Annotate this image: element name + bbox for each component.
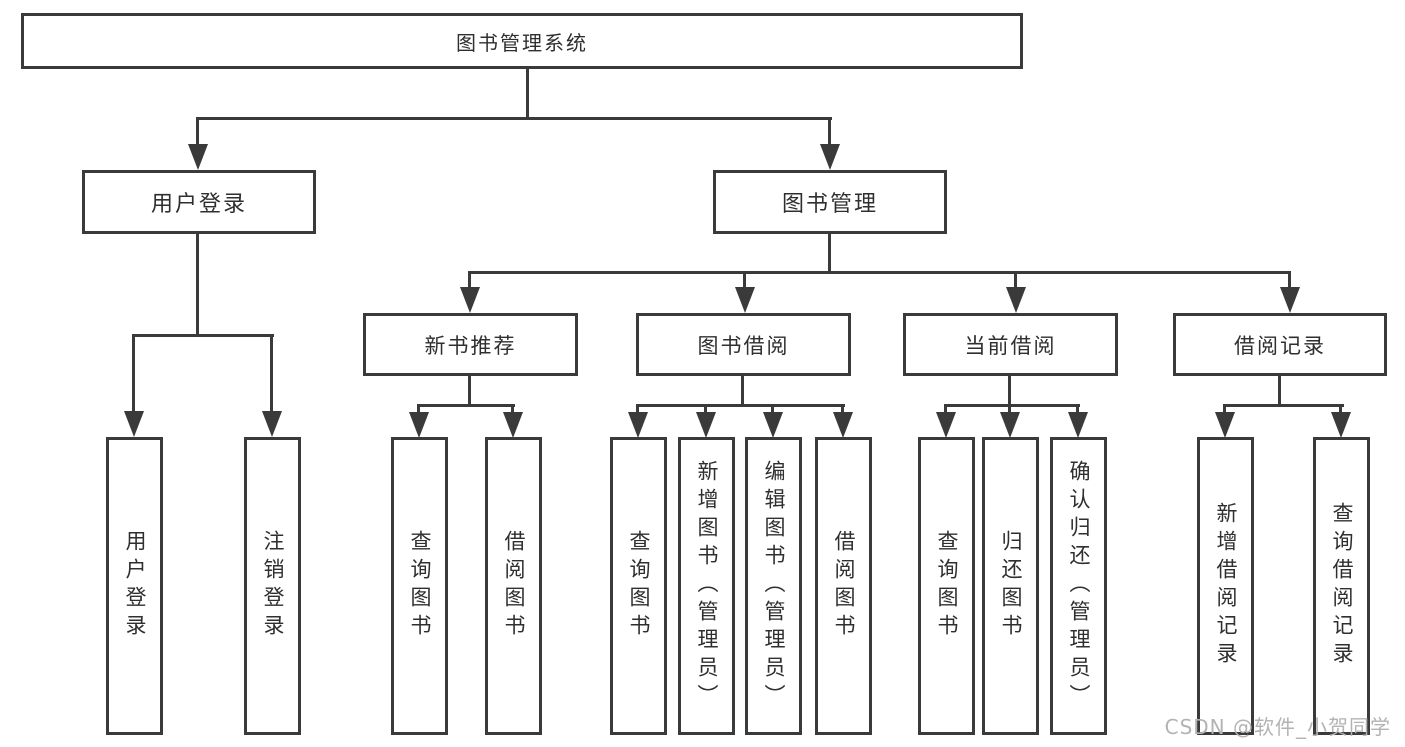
connector-line (944, 404, 1080, 407)
arrowhead-down-icon (1280, 287, 1300, 313)
node-label: 图书管理 (781, 192, 878, 217)
node-label: 新书推荐 (424, 333, 517, 358)
connector-line (1288, 271, 1291, 291)
connector-line (1014, 271, 1017, 291)
node-borrow-records: 借阅记录 (1173, 313, 1387, 376)
connector-line (1223, 404, 1226, 416)
arrowhead-down-icon (503, 412, 523, 438)
connector-line (841, 404, 844, 416)
connector-line (636, 404, 639, 416)
arrowhead-down-icon (1331, 412, 1351, 438)
connector-line (1339, 404, 1342, 416)
arrowhead-down-icon (820, 144, 840, 170)
connector-line (132, 334, 274, 337)
connector-line (1278, 376, 1281, 407)
leaf-add-books-admin: 新增图书（管理员） (678, 437, 735, 735)
connector-line (1223, 404, 1344, 407)
node-current-borrow: 当前借阅 (903, 313, 1118, 376)
node-label: 用户登录 (150, 192, 247, 217)
connector-line (1076, 404, 1079, 416)
leaf-label: 查询图书 (408, 530, 432, 642)
arrowhead-down-icon (1215, 412, 1235, 438)
node-label: 借阅记录 (1234, 333, 1326, 358)
leaf-confirm-return-admin: 确认归还（管理员） (1050, 437, 1107, 735)
connector-line (1008, 404, 1011, 416)
connector-line (771, 404, 774, 416)
leaf-label: 编辑图书（管理员） (762, 460, 786, 712)
leaf-label: 归还图书 (999, 530, 1023, 642)
connector-line (270, 334, 273, 414)
arrowhead-down-icon (696, 412, 716, 438)
connector-line (743, 271, 746, 291)
leaf-label: 查询图书 (627, 530, 651, 642)
arrowhead-down-icon (763, 412, 783, 438)
node-label: 图书管理系统 (456, 30, 588, 55)
leaf-label: 借阅图书 (832, 530, 856, 642)
leaf-logout: 注销登录 (244, 437, 301, 735)
arrowhead-down-icon (936, 412, 956, 438)
arrowhead-down-icon (262, 411, 282, 437)
leaf-label: 查询图书 (935, 530, 959, 642)
leaf-borrow-books-recommend: 借阅图书 (485, 437, 542, 735)
arrowhead-down-icon (833, 412, 853, 438)
connector-line (944, 404, 947, 416)
leaf-query-books-recommend: 查询图书 (391, 437, 448, 735)
arrowhead-down-icon (124, 411, 144, 437)
leaf-query-books-borrow: 查询图书 (610, 437, 667, 735)
leaf-label: 借阅图书 (502, 530, 526, 642)
arrowhead-down-icon (409, 412, 429, 438)
connector-line (741, 376, 744, 407)
leaf-label: 新增借阅记录 (1214, 502, 1238, 670)
leaf-label: 查询借阅记录 (1330, 502, 1354, 670)
connector-line (526, 68, 529, 119)
csdn-watermark: CSDN @软件_小贺同学 (1164, 715, 1391, 739)
leaf-label: 注销登录 (261, 530, 285, 642)
connector-line (417, 404, 515, 407)
connector-line (468, 271, 471, 291)
connector-line (468, 374, 471, 407)
connector-line (828, 117, 831, 148)
node-user-login: 用户登录 (82, 170, 316, 234)
arrowhead-down-icon (1006, 287, 1026, 313)
leaf-user-login: 用户登录 (106, 437, 163, 735)
leaf-borrow-books: 借阅图书 (815, 437, 872, 735)
leaf-add-borrow-record: 新增借阅记录 (1197, 437, 1254, 735)
node-new-book-recommend: 新书推荐 (363, 313, 578, 376)
connector-line (511, 404, 514, 416)
arrowhead-down-icon (188, 144, 208, 170)
connector-line (828, 233, 831, 274)
connector-line (417, 404, 420, 416)
connector-line (132, 334, 135, 414)
node-book-borrow: 图书借阅 (636, 313, 851, 376)
leaf-label: 用户登录 (123, 530, 147, 642)
leaf-query-books-current: 查询图书 (918, 437, 975, 735)
connector-line (196, 117, 199, 148)
leaf-edit-books-admin: 编辑图书（管理员） (745, 437, 802, 735)
arrowhead-down-icon (460, 287, 480, 313)
connector-line (636, 404, 845, 407)
arrowhead-down-icon (1068, 412, 1088, 438)
leaf-label: 确认归还（管理员） (1067, 460, 1091, 712)
connector-line (1008, 375, 1011, 407)
leaf-query-borrow-record: 查询借阅记录 (1313, 437, 1370, 735)
connector-line (704, 404, 707, 416)
node-label: 图书借阅 (697, 333, 790, 358)
connector-line (196, 117, 832, 120)
arrowhead-down-icon (735, 287, 755, 313)
leaf-label: 新增图书（管理员） (695, 460, 719, 712)
arrowhead-down-icon (1000, 412, 1020, 438)
leaf-return-books: 归还图书 (982, 437, 1039, 735)
node-book-management: 图书管理 (713, 170, 947, 234)
node-label: 当前借阅 (964, 333, 1057, 358)
connector-line (196, 233, 199, 337)
arrowhead-down-icon (628, 412, 648, 438)
node-library-management-system: 图书管理系统 (21, 13, 1023, 69)
connector-line (468, 271, 1291, 274)
